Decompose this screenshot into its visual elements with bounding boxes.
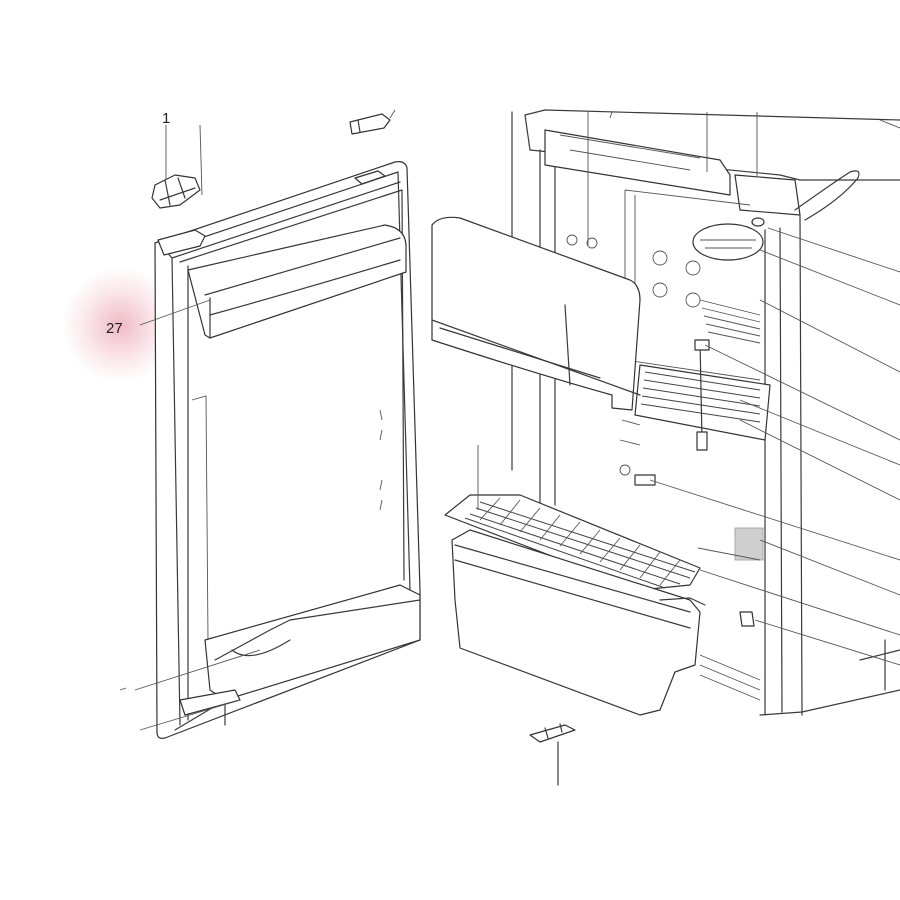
callout-highlight: [62, 267, 178, 383]
fridge-cabinet: [511, 109, 900, 716]
bottom-hinge: [529, 723, 576, 786]
crisper-glass-shelf: [444, 494, 701, 591]
crisper-drawer: [451, 529, 706, 716]
door-assembly: [154, 161, 421, 739]
door-lower-shelf: [204, 584, 421, 701]
door-upper-shelf: [187, 224, 407, 339]
freezer-flap: [431, 216, 641, 411]
thermostat-knob: [692, 223, 764, 261]
leader-lines: [119, 109, 900, 731]
callout-27-label: 27: [106, 320, 123, 337]
control-panel: [544, 129, 731, 196]
hinge-pin-part: [349, 113, 391, 135]
label-plate: [734, 527, 764, 561]
callout-1-label: 1: [162, 110, 170, 127]
door-top-hinge-block: [157, 229, 206, 256]
hinge-part-1: [151, 174, 201, 209]
freezer-shelf: [634, 364, 771, 441]
